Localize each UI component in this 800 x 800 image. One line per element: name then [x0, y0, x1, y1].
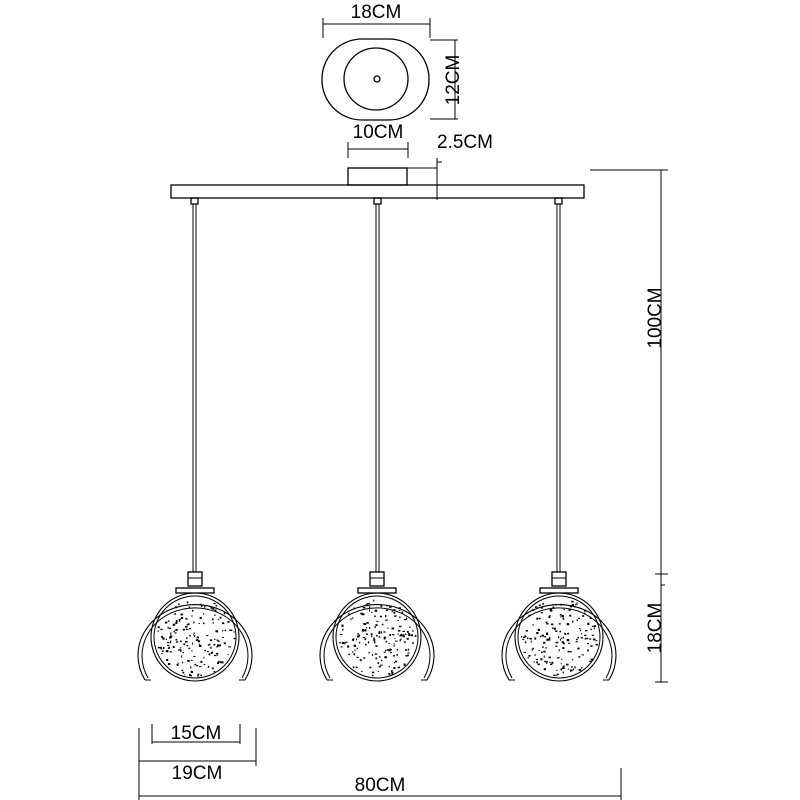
canopy-inner-disc: [343, 47, 409, 111]
canopy-center-hole: [373, 75, 381, 83]
inner-sparkle-globe: [514, 592, 604, 682]
inner-sparkle-globe: [332, 592, 422, 682]
dim-drop-length: 100CM: [590, 169, 668, 575]
pendant-shade-left: [137, 571, 253, 682]
pendant-shade-right: [501, 571, 617, 682]
dim-canopy-depth: 12CM: [430, 39, 464, 120]
label-canopy-width: 18CM: [351, 2, 402, 23]
label-inner-diameter: 15CM: [171, 723, 222, 744]
canopy-top-view: [321, 38, 430, 121]
canopy-outer-outline: [321, 38, 430, 121]
shade-cap: [357, 587, 397, 594]
dim-inner-diameter: 15CM: [151, 723, 241, 744]
lamp-socket: [187, 571, 203, 587]
mount-block: [347, 167, 408, 186]
pendant-shade-center: [319, 571, 435, 682]
inner-sparkle-globe: [150, 592, 240, 682]
label-outer-diameter: 19CM: [172, 763, 223, 784]
ceiling-mount: [347, 167, 437, 186]
dim-mount-height: 2.5CM: [436, 132, 493, 200]
suspension-cables: [192, 204, 561, 572]
label-mount-height: 2.5CM: [437, 132, 493, 153]
lamp-socket: [369, 571, 385, 587]
lamp-socket: [551, 571, 567, 587]
dim-canopy-width: 18CM: [322, 2, 431, 38]
cable-clamps: [190, 197, 563, 205]
label-drop-length: 100CM: [645, 287, 666, 348]
label-shade-height: 18CM: [645, 603, 666, 654]
label-bar-length: 80CM: [355, 775, 406, 796]
shade-cap: [175, 587, 215, 594]
dim-outer-diameter: 19CM: [138, 728, 257, 800]
bar-outline: [170, 184, 585, 199]
dim-shade-height: 18CM: [645, 574, 668, 683]
label-mount-width: 10CM: [353, 122, 404, 143]
dim-bar-length: 80CM: [139, 768, 622, 800]
mounting-bar: [170, 184, 585, 199]
dim-mount-width: 10CM: [347, 122, 409, 158]
outer-glass-shade: [319, 603, 435, 681]
outer-glass-shade: [137, 603, 253, 681]
outer-glass-shade: [501, 603, 617, 681]
label-canopy-depth: 12CM: [443, 55, 464, 106]
shade-cap: [539, 587, 579, 594]
